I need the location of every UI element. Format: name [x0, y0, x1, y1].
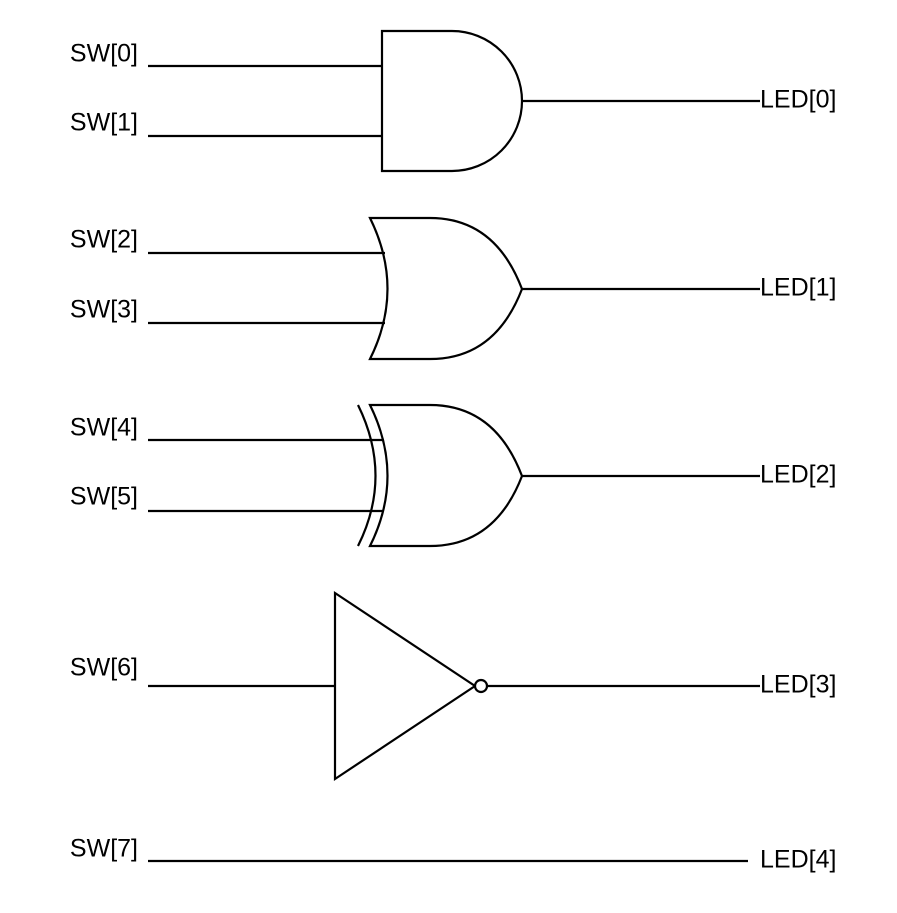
direct-wire-group: SW[7] LED[4]	[70, 835, 837, 874]
and-gate-group: SW[0] SW[1] LED[0]	[70, 29, 836, 173]
input-label-sw0: SW[0]	[70, 40, 138, 68]
input-label-sw7: SW[7]	[70, 835, 138, 863]
output-label-led3: LED[3]	[760, 671, 836, 699]
input-label-sw2: SW[2]	[70, 226, 138, 254]
xor-extra-curve	[357, 404, 377, 547]
input-label-sw3: SW[3]	[70, 296, 138, 324]
or-gate-group: SW[2] SW[3] LED[1]	[70, 216, 836, 361]
output-label-led2: LED[2]	[760, 461, 836, 489]
output-label-led4: LED[4]	[760, 846, 836, 874]
not-bubble	[473, 678, 489, 694]
input-label-sw4: SW[4]	[70, 414, 138, 442]
not-gate-group: SW[6] LED[3]	[70, 590, 836, 782]
output-label-led1: LED[1]	[760, 274, 836, 302]
or-gate-symbol	[368, 216, 524, 361]
input-label-sw1: SW[1]	[70, 109, 138, 137]
xor-gate-symbol	[368, 403, 524, 548]
input-label-sw6: SW[6]	[70, 654, 138, 682]
input-label-sw5: SW[5]	[70, 483, 138, 511]
and-gate-symbol	[380, 29, 524, 173]
xor-gate-group: SW[4] SW[5] LED[2]	[70, 403, 836, 548]
not-gate-symbol	[333, 590, 477, 782]
output-label-led0: LED[0]	[760, 86, 836, 114]
